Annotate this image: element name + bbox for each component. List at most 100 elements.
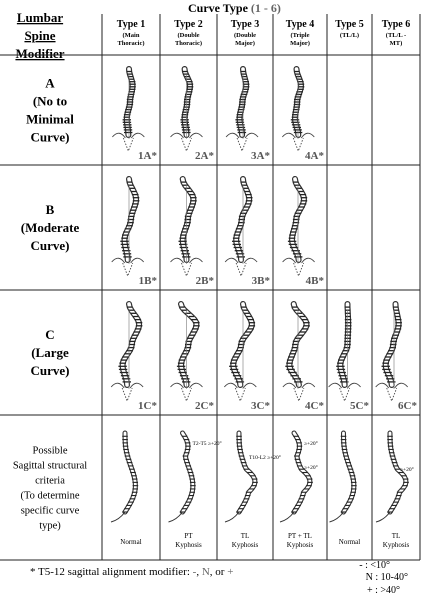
sagittal-caption: Normal (120, 538, 141, 546)
spine-illustration: 5C* (328, 301, 369, 412)
row-label-line: (To determine (20, 491, 79, 502)
sagittal-caption: TL (392, 532, 401, 540)
curve-code: 1C* (138, 400, 157, 412)
spine-illustration: 4A* (281, 66, 324, 162)
sacrum (386, 387, 398, 403)
sagittal-caption: Kyphosis (232, 541, 259, 549)
spine-illustration: 1B* (111, 176, 157, 287)
sacrum (181, 137, 192, 153)
pelvis (225, 132, 259, 139)
curve-code: 3A* (251, 150, 270, 162)
row-label-line: A (45, 75, 55, 90)
row-label-line: Curve) (31, 129, 70, 144)
curve-code: 2A* (195, 150, 214, 162)
row-label-line: (Large (31, 345, 69, 360)
column-type-label: Type 1 (117, 19, 145, 30)
sacrum (235, 262, 247, 278)
sagittal-caption: PT + TL (288, 532, 312, 540)
sacrum (122, 137, 134, 153)
row-label-line: B (46, 202, 55, 217)
sagittal-illustration: Normal (329, 430, 360, 546)
sacrum (279, 511, 295, 523)
sagittal-annotation: T2-T5 ≥+20° (193, 440, 222, 447)
pelvis (328, 382, 361, 389)
curve-code: 4C* (305, 400, 324, 412)
sacrum (234, 387, 246, 403)
row-label-line: Sagittal structural (13, 461, 87, 472)
row-labels: A(No toMinimalCurve)B(ModerateCurve)C(La… (13, 75, 87, 531)
column-subtitle: Thoracic) (117, 40, 144, 47)
spine-illustration: 3C* (223, 301, 270, 412)
spine-illustration: 4B* (282, 176, 325, 287)
pelvis (223, 382, 257, 389)
pelvis (224, 257, 258, 264)
table-grid (0, 14, 421, 561)
spine-illustration: 6C* (375, 301, 417, 412)
row-label-line: Minimal (26, 111, 74, 126)
sacrum (375, 511, 391, 523)
column-subtitle: (Triple (290, 32, 309, 39)
column-subtitle: (Double (177, 32, 199, 39)
sagittal-caption: PT (184, 532, 193, 540)
sacrum (339, 387, 351, 403)
row-label-line: criteria (35, 476, 65, 487)
spine-illustration: 2C* (170, 301, 214, 412)
sacrum (122, 262, 134, 278)
sagittal-illustration: Normal (110, 430, 142, 546)
curve-code: 5C* (350, 400, 369, 412)
pelvis (170, 257, 203, 264)
column-subtitle: Major) (235, 40, 255, 47)
pelvis (170, 132, 203, 139)
spine-illustration: 3B* (224, 176, 270, 287)
spine-illustration: 2A* (170, 66, 214, 162)
pelvis (110, 382, 144, 389)
sacrum (293, 262, 305, 278)
spine-illustration: 4C* (282, 301, 324, 412)
row-label-line: Curve) (31, 363, 70, 378)
row-label-line: (No to (33, 93, 67, 108)
column-subtitle: (Main (123, 32, 140, 39)
sacrum (181, 262, 192, 278)
pelvis (282, 382, 316, 389)
row-header-line: Spine (24, 28, 55, 43)
row-label-line: (Moderate (21, 220, 80, 235)
pelvis (282, 257, 315, 264)
spine-cells: 1A*2A*3A*4A*1B*2B*3B*4B*1C*2C*3C*4C*5C*6… (110, 66, 417, 549)
sagittal-annotation: ≥+20° (304, 464, 318, 471)
sacrum (110, 511, 126, 523)
sagittal-annotation: ≥+20° (304, 440, 318, 447)
column-subtitle: Thoracic) (175, 40, 202, 47)
sacrum (224, 511, 240, 523)
pelvis (111, 257, 145, 264)
sacrum (168, 511, 183, 523)
sagittal-caption: Kyphosis (383, 541, 410, 549)
footnote-legend-minus: - : <10° (359, 560, 390, 571)
sagittal-caption: Kyphosis (175, 541, 202, 549)
column-subtitle: (Double (234, 32, 256, 39)
sacrum (292, 137, 304, 153)
sagittal-annotation: ≥+20° (400, 466, 414, 473)
footnote-legend-n: N : 10-40° (366, 572, 408, 583)
sacrum (236, 137, 248, 153)
sacrum (181, 387, 192, 403)
curve-code: 6C* (398, 400, 417, 412)
column-type-label: Type 4 (286, 19, 314, 30)
column-type-label: Type 2 (174, 19, 202, 30)
sagittal-caption: TL (241, 532, 250, 540)
curve-code: 3C* (251, 400, 270, 412)
row-label-line: C (45, 327, 54, 342)
sacrum (293, 387, 305, 403)
curve-code: 4B* (306, 275, 325, 287)
column-subtitle: MT) (390, 40, 403, 47)
sagittal-caption: Normal (339, 538, 360, 546)
curve-type-title: Curve Type (1 - 6) (188, 1, 281, 15)
footnote: * T5-12 sagittal alignment modifier: -, … (30, 566, 233, 578)
row-label-line: Possible (32, 446, 67, 457)
footnote-legend-plus: + : >40° (367, 585, 400, 596)
row-label-line: specific curve (21, 506, 80, 517)
